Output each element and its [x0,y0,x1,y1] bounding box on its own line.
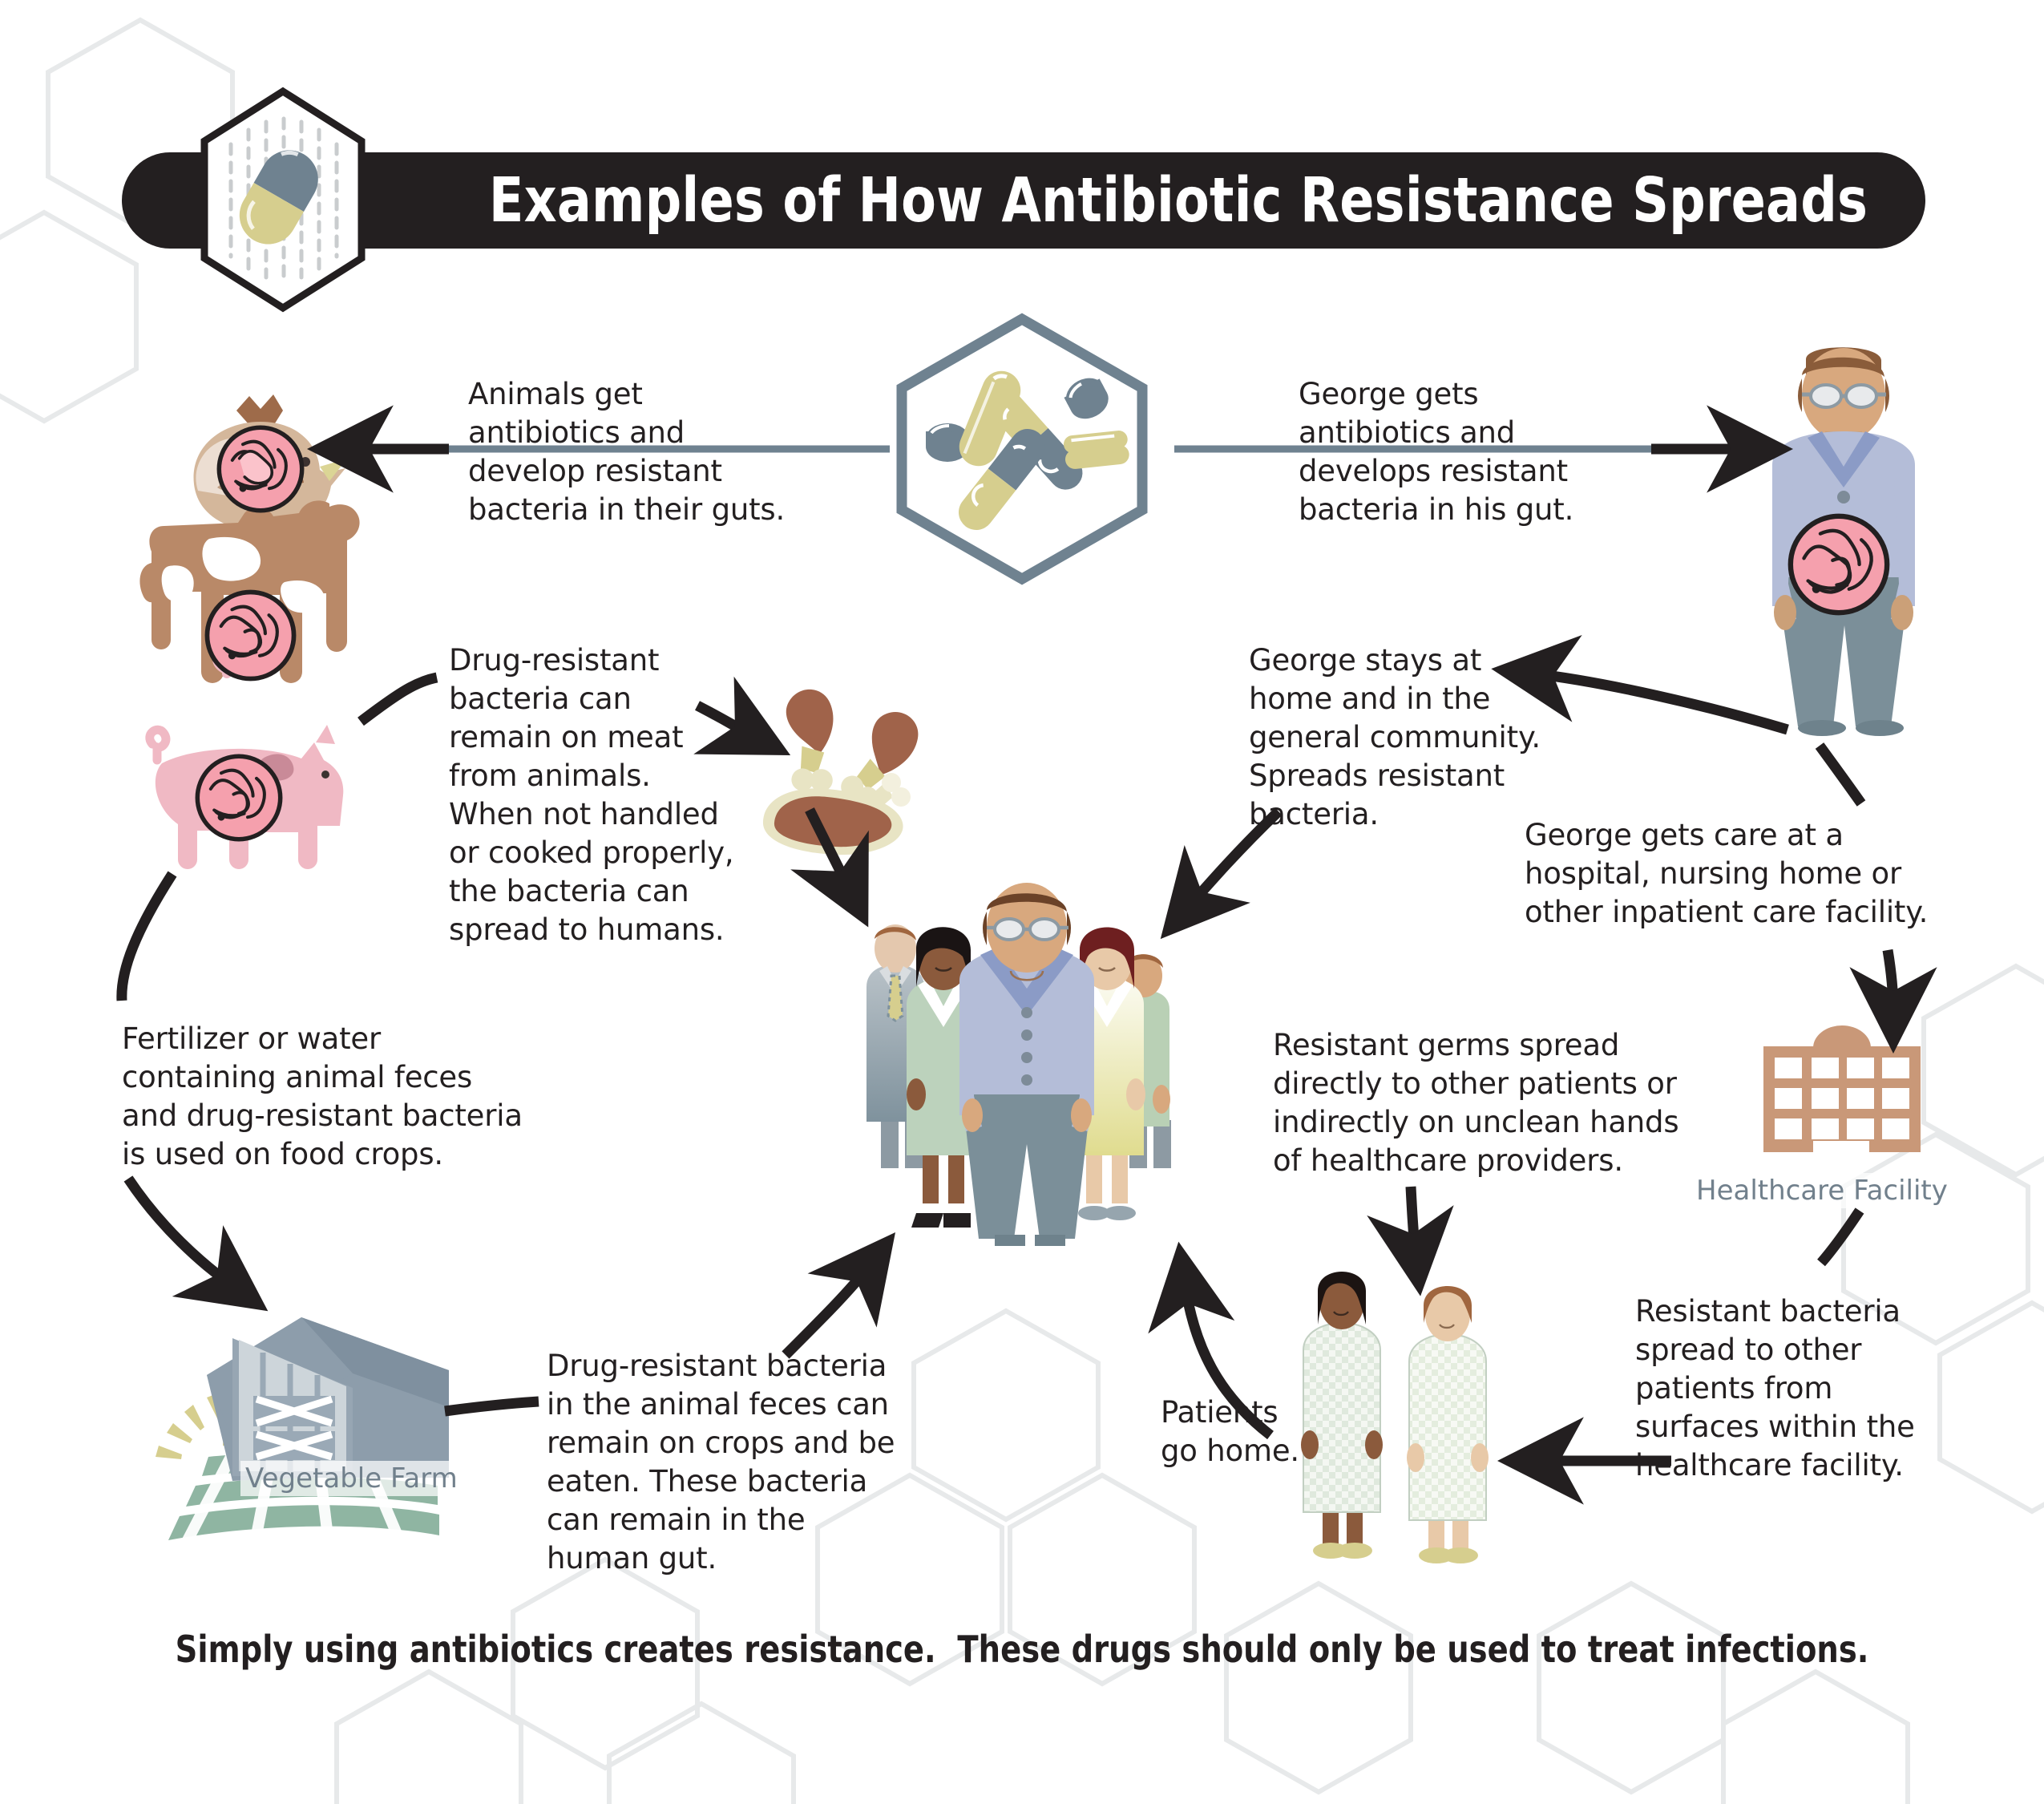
vegetable-farm-label: Vegetable Farm [240,1461,463,1496]
healthcare-facility-label: Healthcare Facility [1691,1173,1953,1208]
step-bacteria-from-surfaces: Resistant bacteria spread to other patie… [1635,1294,1915,1482]
gut-bacteria-circle-icon [195,754,283,842]
meat-cuts-icon [762,689,919,855]
hospital-building-icon [1763,1025,1921,1154]
hospital-patients-icon [1301,1272,1489,1563]
community-people-group-icon [866,883,1171,1246]
step-george-gets-care: George gets care at a hospital, nursing … [1525,818,1929,929]
step-george-gets-antibiotics: George gets antibiotics and develops res… [1299,377,1574,527]
step-meat-from-animals: Drug-resistant bacteria can remain on me… [449,643,734,947]
step-resistant-germs-spread: Resistant germs spread directly to other… [1273,1028,1679,1178]
step-bacteria-on-crops: Drug-resistant bacteria in the animal fe… [547,1349,895,1575]
pill-capsule-hexagon-icon [200,87,366,313]
page-title: Examples of How Antibiotic Resistance Sp… [488,164,1868,237]
gut-bacteria-circle-icon [204,589,297,682]
gut-bacteria-circle-icon [216,425,305,513]
step-animals-get-antibiotics: Animals get antibiotics and develop resi… [468,377,786,527]
header-bar [122,152,1925,249]
step-fertilizer-or-water: Fertilizer or water containing animal fe… [122,1021,523,1171]
footer-statement: Simply using antibiotics creates resista… [175,1628,1869,1671]
antibiotic-pills-hexagon-icon [896,313,1148,585]
gut-bacteria-circle-icon [1787,513,1890,616]
step-patients-go-home: Patients go home. [1161,1395,1299,1468]
step-george-stays-home: George stays at home and in the general … [1249,643,1541,831]
